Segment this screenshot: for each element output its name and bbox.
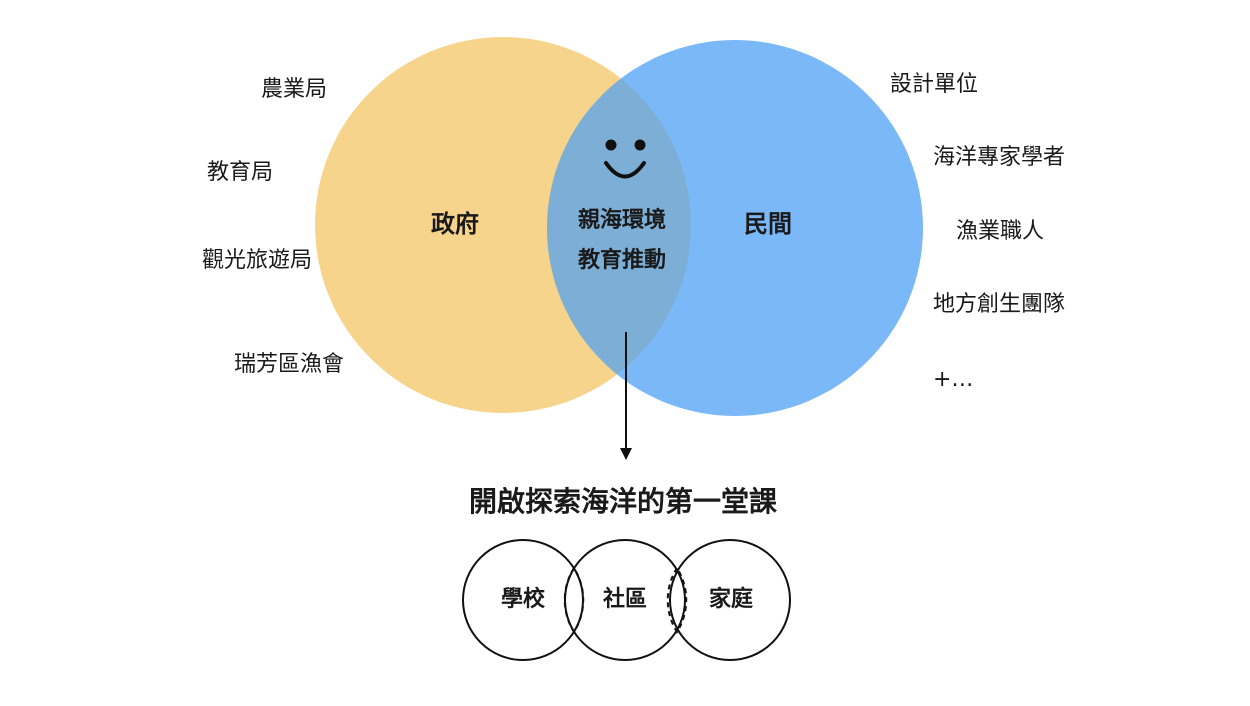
right-circle-label: 民間 bbox=[744, 210, 792, 238]
right-items: 設計單位 海洋專家學者 漁業職人 地方創生團隊 +… bbox=[890, 72, 1065, 392]
right-item: +… bbox=[933, 367, 973, 392]
left-item: 農業局 bbox=[261, 77, 327, 102]
smiley-icon bbox=[604, 139, 646, 179]
right-item: 地方創生團隊 bbox=[933, 292, 1065, 317]
overlap-dashed-right bbox=[666, 566, 688, 634]
right-item: 漁業職人 bbox=[956, 219, 1044, 244]
family-circle bbox=[669, 539, 791, 661]
overlap-dashed-left bbox=[563, 566, 585, 634]
overlap-label-line2: 教育推動 bbox=[578, 247, 666, 273]
left-circle-label: 政府 bbox=[431, 210, 479, 238]
left-items: 農業局 教育局 觀光旅遊局 瑞芳區漁會 bbox=[202, 77, 344, 377]
community-circle bbox=[564, 539, 686, 661]
circle-label: 社區 bbox=[603, 586, 647, 612]
overlap-region bbox=[547, 40, 691, 413]
right-item: 設計單位 bbox=[890, 72, 978, 97]
left-item: 教育局 bbox=[207, 160, 273, 185]
down-arrow-icon bbox=[620, 332, 632, 460]
overlap-label-line1: 親海環境 bbox=[578, 207, 666, 233]
circle-label: 家庭 bbox=[709, 586, 753, 612]
result-circles: 學校 社區 家庭 bbox=[462, 539, 791, 661]
circle-label: 學校 bbox=[501, 586, 546, 612]
left-item: 瑞芳區漁會 bbox=[234, 352, 344, 377]
left-item: 觀光旅遊局 bbox=[202, 248, 312, 273]
right-item: 海洋專家學者 bbox=[933, 145, 1065, 170]
result-title: 開啟探索海洋的第一堂課 bbox=[469, 485, 778, 518]
